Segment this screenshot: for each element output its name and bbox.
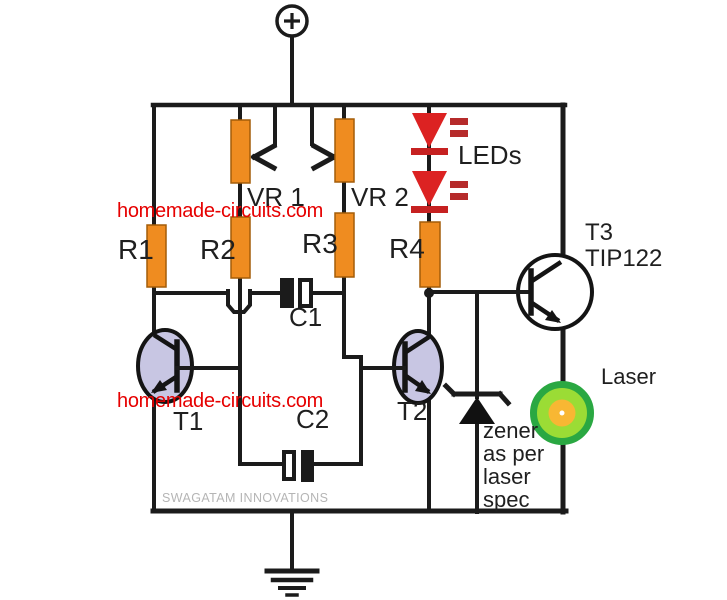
credit-text: SWAGATAM INNOVATIONS <box>162 491 329 505</box>
resistor-r3 <box>334 212 355 278</box>
led1-icon <box>411 113 468 155</box>
label-r3: R3 <box>302 228 338 259</box>
laser-icon <box>530 381 594 445</box>
label-leds: LEDs <box>458 140 522 170</box>
t3-emitter-arrow-icon <box>545 310 561 323</box>
ground-icon <box>264 568 320 597</box>
label-t3-part: TIP122 <box>585 245 663 272</box>
supply-positive-icon <box>275 4 309 38</box>
resistors <box>146 118 441 288</box>
label-vr2: VR 2 <box>351 182 409 212</box>
label-c1: C1 <box>289 302 323 332</box>
resistor-r1 <box>146 224 167 288</box>
resistor-r2 <box>230 216 251 279</box>
label-t3: T3 <box>585 219 614 246</box>
potentiometer-vr2 <box>334 118 355 183</box>
junction-dot <box>424 288 434 298</box>
watermark-bottom: homemade-circuits.com <box>117 390 323 412</box>
label-t1: T1 <box>173 406 204 436</box>
zener-diode-icon <box>442 382 512 424</box>
wire-hop <box>226 289 252 314</box>
t1-emitter-arrow-icon <box>151 380 167 393</box>
resistor-r4 <box>419 221 441 288</box>
watermark-top: homemade-circuits.com <box>117 200 323 222</box>
capacitor-c2 <box>282 450 314 482</box>
vr1-wiper-arrow-icon <box>250 142 278 172</box>
label-r4: R4 <box>389 233 425 264</box>
capacitor-c1 <box>280 278 313 308</box>
label-laser: Laser <box>601 364 657 389</box>
label-zener-note: zener as per laser spec <box>483 418 545 512</box>
transistor-t1 <box>136 328 242 404</box>
label-vr1: VR 1 <box>247 182 305 212</box>
label-r2: R2 <box>200 234 236 265</box>
transistor-t2 <box>359 329 444 405</box>
led2-icon <box>411 171 468 213</box>
label-c2: C2 <box>296 404 330 434</box>
potentiometer-vr1 <box>230 119 251 184</box>
vr2-wiper-arrow-icon <box>310 142 338 172</box>
transistor-t3 <box>427 253 594 331</box>
t2-emitter-arrow-icon <box>415 380 431 394</box>
label-r1: R1 <box>118 234 154 265</box>
label-t2: T2 <box>397 396 428 426</box>
